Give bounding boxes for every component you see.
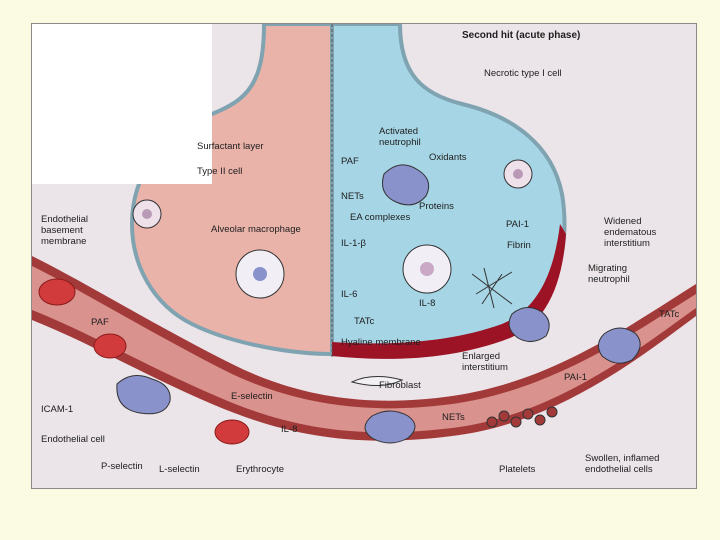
- label-paf-lower: PAF: [91, 317, 109, 328]
- neutrophil-4: [508, 307, 550, 342]
- label-il8-upper: IL-8: [419, 298, 436, 309]
- label-paf-upper: PAF: [341, 156, 359, 167]
- label-platelets: Platelets: [499, 464, 536, 475]
- label-pai1-upper: PAI-1: [506, 219, 530, 230]
- second-hit-title: Second hit (acute phase): [462, 30, 581, 41]
- label-icam1: ICAM-1: [41, 404, 74, 415]
- neutrophil-1: [116, 374, 171, 415]
- diagram-artwork: [32, 24, 696, 445]
- label-nets-upper: NETs: [341, 191, 364, 202]
- label-widened: Widened endematous interstitium: [604, 216, 657, 249]
- label-p-selectin: P-selectin: [101, 461, 143, 472]
- fibroblast-shape: [350, 376, 404, 386]
- label-endothelial-bm: Endothelial basement membrane: [41, 214, 89, 247]
- ards-diagram: Second hit (acute phase) Necrotic type I…: [31, 23, 697, 489]
- label-fibroblast: Fibroblast: [379, 380, 421, 391]
- label-necrotic: Necrotic type I cell: [484, 68, 562, 79]
- label-migrating: Migrating neutrophil: [588, 263, 630, 285]
- label-pai1-lower: PAI-1: [564, 372, 588, 383]
- neutrophil-3: [382, 164, 430, 206]
- label-erythrocyte: Erythrocyte: [236, 464, 285, 475]
- neutrophil-5: [598, 327, 641, 364]
- erythrocyte-3: [214, 419, 250, 445]
- erythrocyte-2: [93, 333, 127, 359]
- label-ea-complexes: EA complexes: [350, 212, 411, 223]
- label-proteins: Proteins: [419, 201, 454, 212]
- label-enlarged: Enlarged interstitium: [462, 351, 508, 373]
- platelet-cluster: [486, 406, 558, 428]
- label-il8-lower: IL-8: [281, 424, 298, 435]
- label-tatc-upper: TATc: [354, 316, 375, 327]
- label-il1b: IL-1-β: [341, 238, 366, 249]
- capillary-lumen: [32, 266, 696, 433]
- label-nets-lower: NETs: [442, 412, 465, 423]
- label-e-selectin: E-selectin: [231, 391, 273, 402]
- label-activated-neutrophil: Activated neutrophil: [379, 126, 421, 148]
- label-l-selectin: L-selectin: [159, 464, 200, 475]
- label-tatc-right: TATc: [659, 309, 680, 320]
- label-alveolar-macrophage: Alveolar macrophage: [211, 224, 301, 235]
- label-il6: IL-6: [341, 289, 358, 300]
- label-swollen: Swollen, inflamed endothelial cells: [585, 453, 660, 475]
- label-endothelial-cell: Endothelial cell: [41, 434, 105, 445]
- fibrin-mesh: [471, 267, 513, 309]
- label-type2: Type II cell: [197, 166, 243, 177]
- label-hyaline: Hyaline membrane: [341, 337, 421, 348]
- label-fibrin: Fibrin: [507, 240, 531, 251]
- label-surfactant: Surfactant layer: [197, 141, 264, 152]
- blank-corner: [32, 24, 212, 184]
- neutrophil-2: [364, 410, 416, 444]
- label-oxidants: Oxidants: [429, 152, 467, 163]
- hyaline-membrane-shape: [332, 224, 566, 359]
- erythrocyte-1: [38, 278, 76, 306]
